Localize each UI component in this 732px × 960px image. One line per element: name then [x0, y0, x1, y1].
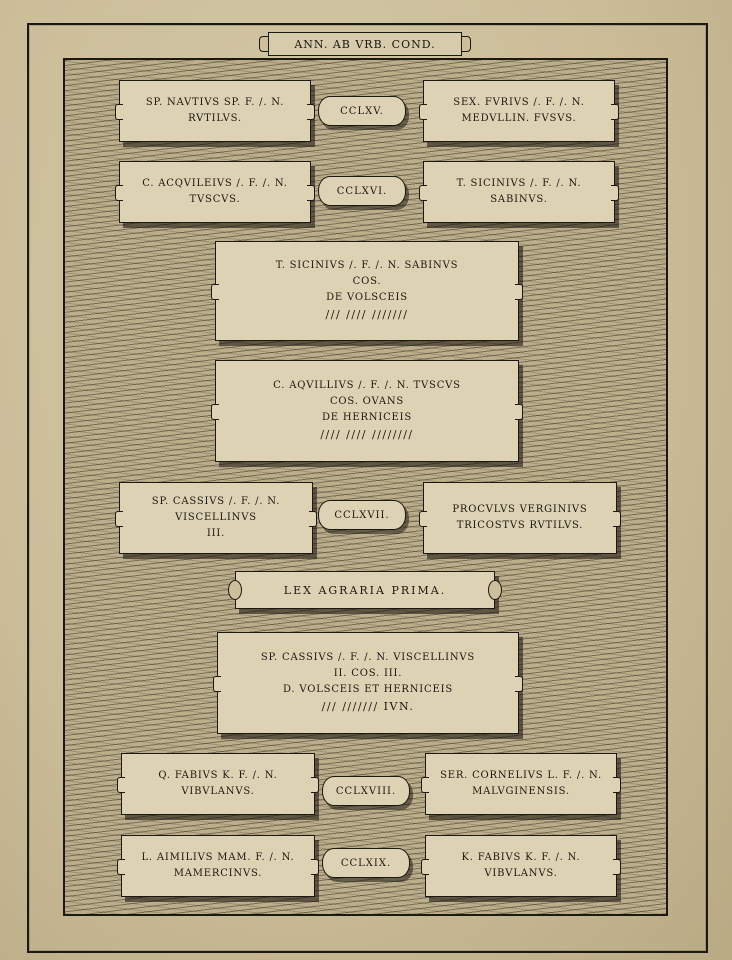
tablet-line: T. SICINIVS /. F. /. N. SABINVS — [275, 260, 459, 272]
band-curl-left — [228, 580, 242, 600]
tablet-line: III. — [206, 528, 226, 539]
tablet-line: PROCVLVS VERGINIVS — [452, 504, 588, 515]
tally-marks: /// //// /////// — [325, 308, 409, 322]
year-badge: CCLXVI. — [318, 176, 406, 206]
tally-marks: //// //// //////// — [320, 428, 414, 442]
tablet-line: TRICOSTVS RVTILVS. — [456, 520, 584, 531]
consul-tablet: K. FABIVS K. F. /. N. VIBVLANVS. — [421, 835, 621, 897]
year-badge: CCLXVII. — [318, 500, 406, 530]
tablet-line: T. SICINIVS /. F. /. N. — [456, 178, 582, 189]
tablet-line: DE HERNICEIS — [321, 412, 413, 424]
tablet-line: COS. — [352, 276, 382, 288]
tablet-line: SABINVS. — [490, 194, 548, 205]
year-badge: CCLXVIII. — [322, 776, 410, 806]
outer-border — [27, 23, 708, 953]
consul-tablet: SP. CASSIVS /. F. /. N. VISCELLINVS III. — [115, 482, 317, 554]
tablet-line: COS. OVANS — [329, 396, 405, 408]
tablet-line: C. AQVILLIVS /. F. /. N. TVSCVS — [273, 380, 461, 392]
tablet-line: K. FABIVS K. F. /. N. — [461, 852, 581, 863]
tally-marks: /// /////// IVN. — [321, 700, 415, 714]
tablet-line: DE VOLSCEIS — [326, 292, 408, 304]
tablet-line: Q. FABIVS K. F. /. N. — [158, 770, 278, 781]
band-curl-right — [488, 580, 502, 600]
tablet-line: VIBVLANVS. — [181, 786, 255, 797]
consul-tablet: T. SICINIVS /. F. /. N. SABINVS. — [419, 161, 619, 223]
tablet-line: II. COS. III. — [333, 668, 403, 680]
tablet-line: RVTILVS. — [188, 113, 242, 124]
tablet-line: SP. CASSIVS /. F. /. N. — [151, 496, 281, 507]
triumph-tablet: C. AQVILLIVS /. F. /. N. TVSCVS COS. OVA… — [211, 360, 523, 462]
consul-tablet: C. ACQVILEIVS /. F. /. N. TVSCVS. — [115, 161, 315, 223]
tablet-line: SEX. FVRIVS /. F. /. N. — [453, 97, 585, 108]
year-badge: CCLXV. — [318, 96, 406, 126]
scroll-end-right — [461, 36, 471, 52]
triumph-tablet: T. SICINIVS /. F. /. N. SABINVS COS. DE … — [211, 241, 523, 341]
year-badge: CCLXIX. — [322, 848, 410, 878]
tablet-line: SER. CORNELIVS L. F. /. N. — [440, 770, 602, 781]
page-title-scroll: ANN. AB VRB. COND. — [259, 32, 471, 56]
consul-tablet: PROCVLVS VERGINIVS TRICOSTVS RVTILVS. — [419, 482, 621, 554]
lex-agraria-band: LEX AGRARIA PRIMA. — [228, 571, 502, 609]
tablet-line: SP. CASSIVS /. F. /. N. VISCELLINVS — [260, 652, 476, 664]
scroll-end-left — [259, 36, 269, 52]
consul-tablet: Q. FABIVS K. F. /. N. VIBVLANVS. — [117, 753, 319, 815]
consul-tablet: L. AIMILIVS MAM. F. /. N. MAMERCINVS. — [117, 835, 319, 897]
tablet-line: MAMERCINVS. — [173, 868, 263, 879]
tablet-line: MALVGINENSIS. — [472, 786, 570, 797]
triumph-tablet: SP. CASSIVS /. F. /. N. VISCELLINVS II. … — [213, 632, 523, 734]
consul-tablet: SP. NAVTIVS SP. F. /. N. RVTILVS. — [115, 80, 315, 142]
consul-tablet: SEX. FVRIVS /. F. /. N. MEDVLLIN. FVSVS. — [419, 80, 619, 142]
tablet-line: VISCELLINVS — [175, 512, 257, 523]
tablet-line: SP. NAVTIVS SP. F. /. N. — [145, 97, 285, 108]
tablet-line: VIBVLANVS. — [484, 868, 558, 879]
tablet-line: C. ACQVILEIVS /. F. /. N. — [142, 178, 288, 189]
tablet-line: D. VOLSCEIS ET HERNICEIS — [282, 684, 454, 696]
band-label: LEX AGRARIA PRIMA. — [283, 583, 447, 597]
tablet-line: MEDVLLIN. FVSVS. — [461, 113, 577, 124]
tablet-line: L. AIMILIVS MAM. F. /. N. — [141, 852, 295, 863]
tablet-line: TVSCVS. — [189, 194, 241, 205]
consul-tablet: SER. CORNELIVS L. F. /. N. MALVGINENSIS. — [421, 753, 621, 815]
page-title: ANN. AB VRB. COND. — [294, 37, 436, 51]
